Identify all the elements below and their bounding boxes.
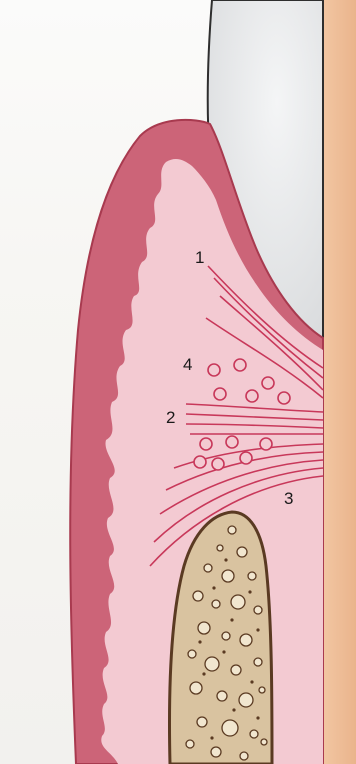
tooth-root xyxy=(323,0,356,764)
label-2: 2 xyxy=(166,408,175,427)
label-3: 3 xyxy=(284,489,293,508)
label-4: 4 xyxy=(183,355,192,374)
label-1: 1 xyxy=(195,248,204,267)
